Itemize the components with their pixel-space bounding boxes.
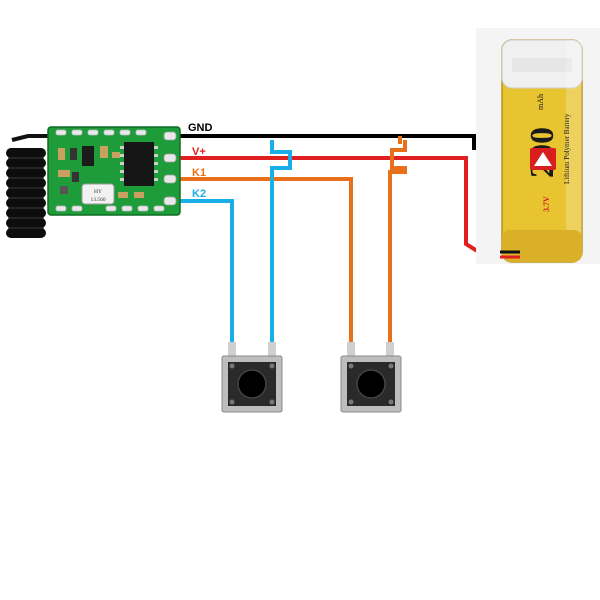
crystal-label-bottom: 13.560 [90, 197, 105, 203]
battery-unit: mAh [536, 94, 545, 110]
antenna-coil [6, 134, 48, 238]
rf-receiver-module: HY 13.560 [47, 126, 181, 216]
battery-voltage: 3.7V [542, 196, 551, 212]
battery-type: Lithium Polymer Battery [563, 113, 571, 184]
battery-logo [530, 148, 556, 170]
wire-gnd [172, 134, 495, 252]
vplus-label: V+ [192, 146, 206, 158]
k2-label: K2 [192, 188, 206, 200]
module-ic-chip [120, 142, 158, 186]
crystal-label-top: HY [94, 189, 102, 195]
wire-k2 [172, 140, 292, 358]
push-button-k1 [340, 342, 402, 413]
gnd-label: GND [188, 122, 213, 134]
push-button-k2 [221, 342, 283, 413]
crystal-oscillator: HY 13.560 [81, 183, 115, 205]
wire-vplus [172, 156, 501, 258]
k1-label: K1 [192, 167, 206, 179]
wire-k1 [172, 136, 407, 358]
lipo-battery: 200 mAh Lithium Polymer Battery 3.7V [476, 28, 600, 264]
